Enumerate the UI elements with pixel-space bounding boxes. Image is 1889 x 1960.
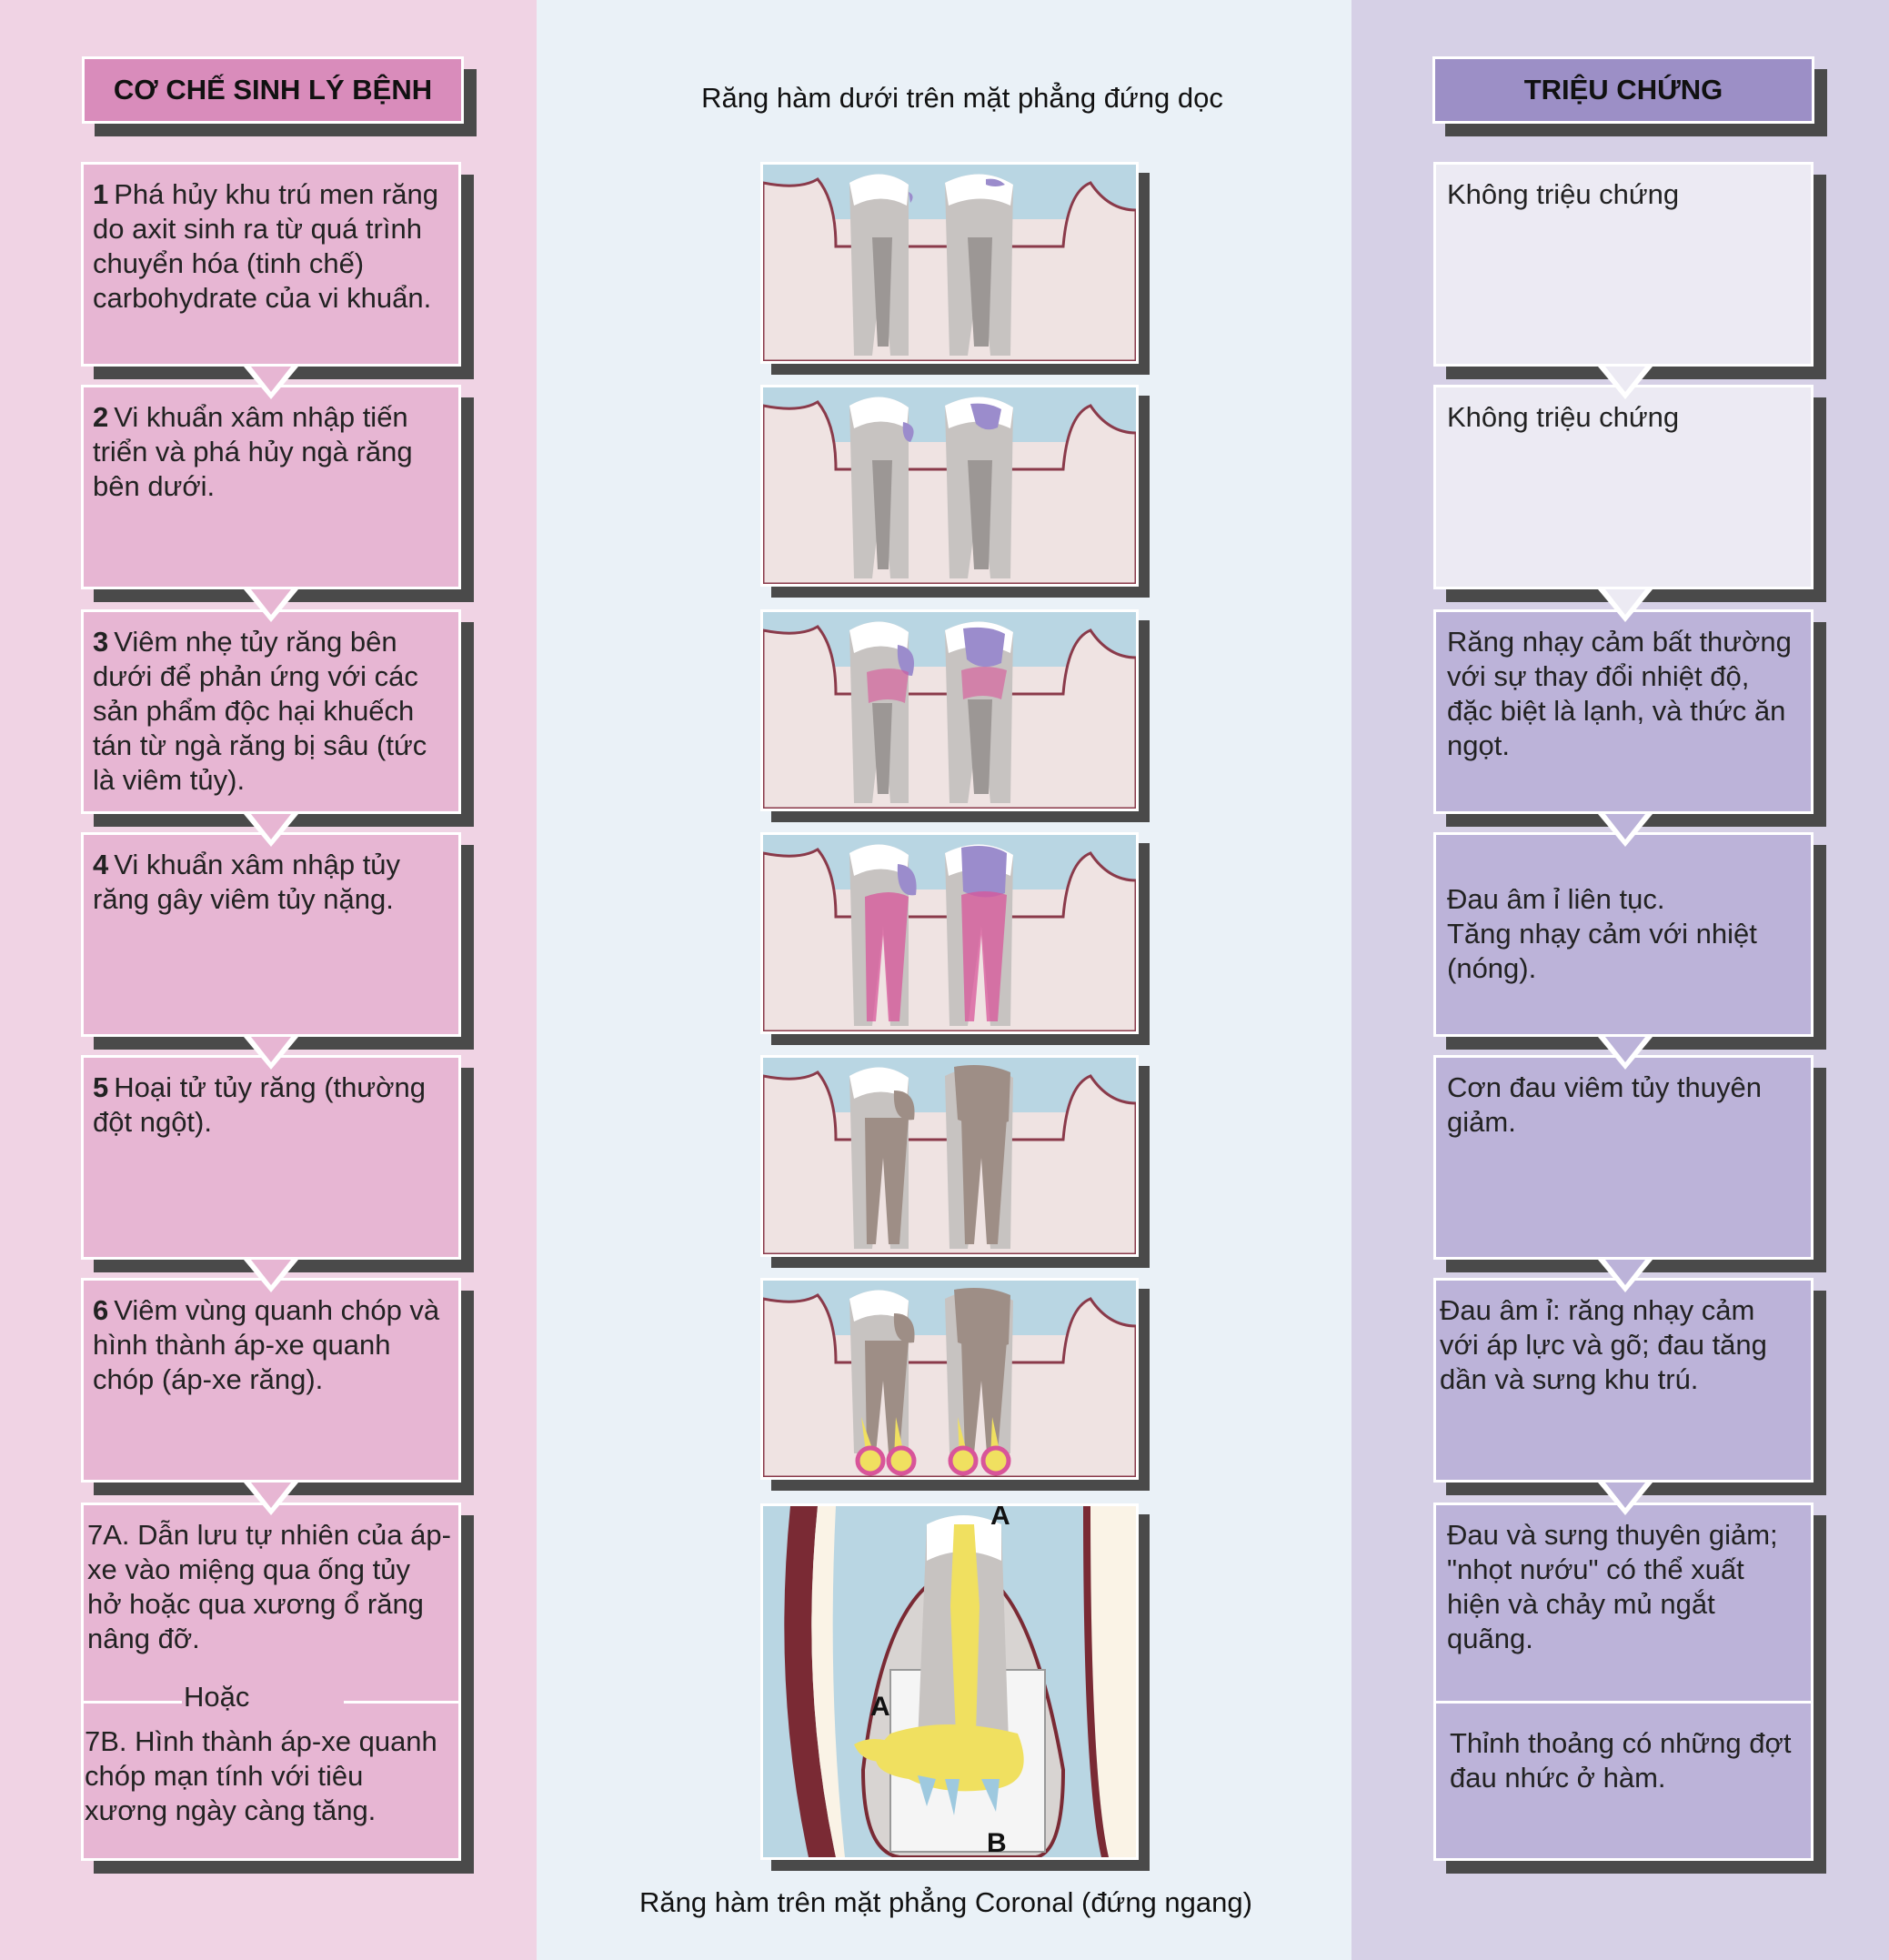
step-number: 3 (93, 626, 109, 658)
tooth-stage-5 (760, 1055, 1139, 1257)
symptom-text: Răng nhạy cảm bất thường với sự thay đổi… (1447, 626, 1792, 761)
symptom-box-5: Cơn đau viêm tủy thuyên giảm. (1433, 1055, 1814, 1260)
label-b: B (987, 1828, 1007, 1857)
step-number: 6 (93, 1294, 109, 1326)
or-divider-left (84, 1701, 182, 1704)
tooth-stage-6 (760, 1278, 1139, 1480)
coronal-title: Răng hàm trên mặt phẳng Coronal (đứng ng… (639, 1886, 1252, 1918)
symptom-text: Không triệu chứng (1447, 178, 1680, 210)
symptoms-header: TRIỆU CHỨNG (1432, 56, 1814, 124)
flow-arrow (1598, 814, 1653, 847)
flow-arrow (244, 1483, 298, 1515)
or-label: Hoặc (184, 1681, 250, 1713)
symptom-box-7: Đau và sưng thuyên giảm; "nhọt nướu" có … (1433, 1503, 1814, 1861)
label-a-top: A (990, 1506, 1010, 1531)
flow-arrow (1598, 1483, 1653, 1515)
symptom-divider (1436, 1701, 1811, 1704)
step-text: Vi khuẩn xâm nhập tiến triển và phá hủy … (93, 401, 413, 502)
pathophysiology-header: CƠ CHẾ SINH LÝ BỆNH (82, 56, 464, 124)
symptom-box-2: Không triệu chứng (1433, 385, 1814, 589)
tooth-stage-2 (760, 385, 1139, 587)
step-number: 4 (93, 849, 109, 880)
symptom-text-7b: Thỉnh thoảng có những đợt đau nhức ở hàm… (1450, 1727, 1792, 1794)
sagittal-title: Răng hàm dưới trên mặt phẳng đứng dọc (701, 82, 1223, 114)
or-divider-right (344, 1701, 458, 1704)
step-box-7: 7A. Dẫn lưu tự nhiên của áp-xe vào miệng… (81, 1503, 461, 1861)
flow-arrow (1598, 1260, 1653, 1292)
step-number: 2 (93, 401, 109, 433)
step-7a-text: 7A. Dẫn lưu tự nhiên của áp-xe vào miệng… (87, 1519, 451, 1654)
symptom-text: Cơn đau viêm tủy thuyên giảm. (1447, 1071, 1763, 1138)
step-number: 1 (93, 178, 109, 210)
symptom-box-3: Răng nhạy cảm bất thường với sự thay đổi… (1433, 609, 1814, 814)
tooth-stage-3 (760, 609, 1139, 811)
symptom-text: Đau và sưng thuyên giảm; "nhọt nướu" có … (1447, 1519, 1778, 1654)
tooth-stage-4 (760, 832, 1139, 1034)
flow-arrow (1598, 589, 1653, 622)
symptom-text: Không triệu chứng (1447, 401, 1680, 433)
coronal-section: A A B (760, 1503, 1139, 1860)
symptom-text: Đau âm ỉ liên tục. Tăng nhạy cảm với nhi… (1447, 883, 1757, 984)
step-7b-text: 7B. Hình thành áp-xe quanh chóp mạn tính… (85, 1725, 437, 1826)
flow-arrow (244, 814, 298, 847)
step-text: Vi khuẩn xâm nhập tủy răng gây viêm tủy … (93, 849, 401, 915)
symptom-box-1: Không triệu chứng (1433, 162, 1814, 367)
tooth-stage-1 (760, 162, 1139, 364)
flow-arrow (244, 367, 298, 399)
flow-arrow (244, 1037, 298, 1070)
step-number: 5 (93, 1071, 109, 1103)
flow-arrow (244, 589, 298, 622)
symptom-text: Đau âm ỉ: răng nhạy cảm với áp lực và gõ… (1440, 1294, 1767, 1395)
symptom-box-4: Đau âm ỉ liên tục. Tăng nhạy cảm với nhi… (1433, 832, 1814, 1037)
step-text: Phá hủy khu trú men răng do axit sinh ra… (93, 178, 438, 314)
step-text: Viêm nhẹ tủy răng bên dưới để phản ứng v… (93, 626, 427, 796)
step-text: Viêm vùng quanh chóp và hình thành áp-xe… (93, 1294, 440, 1395)
flow-arrow (1598, 1037, 1653, 1070)
step-text: Hoại tử tủy răng (thường đột ngột). (93, 1071, 426, 1138)
symptom-box-6: Đau âm ỉ: răng nhạy cảm với áp lực và gõ… (1433, 1278, 1814, 1483)
label-a-left: A (870, 1692, 890, 1722)
flow-arrow (1598, 367, 1653, 399)
flow-arrow (244, 1260, 298, 1292)
